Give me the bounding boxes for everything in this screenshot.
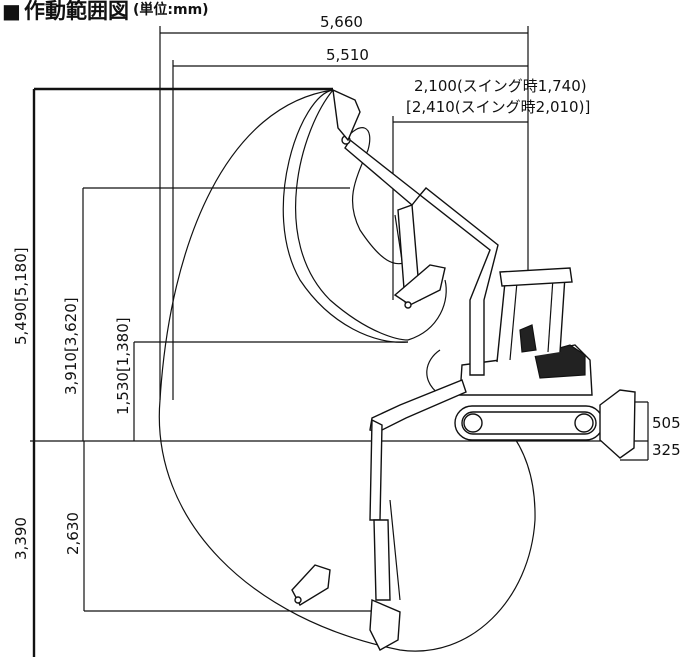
inner-range-curve-3 — [344, 127, 411, 265]
operator-seat — [519, 324, 537, 353]
dozer-blade — [599, 389, 636, 459]
inner-range-curve-1 — [282, 89, 409, 343]
arm-upper — [344, 138, 421, 207]
boom-upper-position — [332, 88, 499, 376]
boom-lower-position — [291, 379, 467, 651]
swing-radius-alt-label: [2,410(スイング時2,010)] — [406, 98, 590, 116]
title-square: ■ — [2, 0, 21, 23]
vertical-depth-label: 2,630 — [64, 512, 82, 555]
bucket-curled-pin — [294, 596, 302, 604]
unit-label: (単位:mm) — [133, 1, 209, 18]
bucket-lower — [369, 598, 401, 651]
ground-reach-label: 5,510 — [326, 46, 369, 64]
boom-upper — [418, 187, 499, 376]
excavator — [454, 267, 636, 459]
dig-depth-label: 3,390 — [12, 517, 30, 560]
max-reach-label: 5,660 — [320, 13, 363, 31]
arm-cylinder-lower — [389, 499, 401, 601]
bucket-mid-pin — [404, 301, 412, 309]
dig-height-label: 5,490[5,180] — [12, 247, 30, 345]
diagram-title: 作動範囲図 — [24, 0, 129, 23]
swing-radius-label: 2,100(スイング時1,740) — [414, 77, 587, 95]
canopy-roof — [499, 267, 573, 287]
inner-range-curve-4 — [407, 279, 447, 341]
idler-wheel — [463, 413, 483, 433]
arm-lower-2 — [373, 519, 391, 601]
canopy-post-rear — [547, 277, 554, 353]
boom-lower — [369, 379, 467, 433]
arm-lower — [369, 418, 383, 521]
canopy-post-front — [509, 281, 518, 361]
crawler-track-inner — [461, 411, 597, 435]
working-range-envelope — [158, 89, 536, 652]
dump-height-label: 3,910[3,620] — [62, 297, 80, 395]
blade-raise-label: 505 — [652, 414, 681, 432]
min-dump-label: 1,530[1,380] — [114, 317, 132, 415]
inner-range-curve-5 — [426, 349, 441, 396]
inner-range-curve-2 — [295, 89, 409, 341]
bucket-upper — [332, 88, 361, 142]
blade-lower-label: 325 — [652, 441, 681, 459]
sprocket-wheel — [574, 413, 594, 433]
